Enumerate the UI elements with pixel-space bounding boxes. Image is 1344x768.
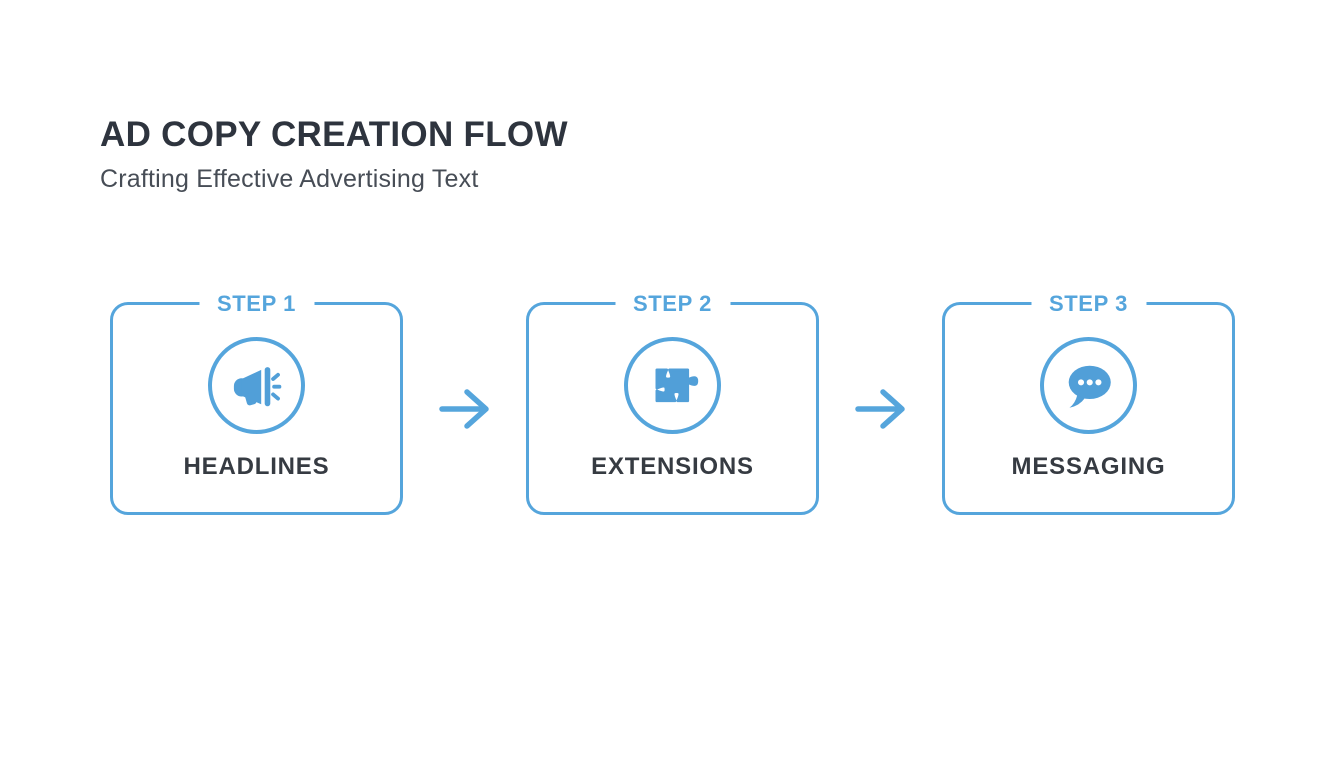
arrow-right-icon	[854, 388, 905, 429]
page-title: AD COPY CREATION FLOW	[100, 115, 568, 154]
step-2-name: EXTENSIONS	[591, 453, 754, 480]
step-3-icon-circle	[1040, 337, 1137, 434]
speech-bubble-icon	[1068, 365, 1111, 408]
step-1-label: STEP 1	[198, 290, 315, 318]
step-2-icon-circle	[624, 337, 721, 434]
page-subtitle: Crafting Effective Advertising Text	[100, 165, 479, 193]
flow-diagram: STEP 1 HEADLINES	[110, 290, 1235, 515]
step-1-icon-circle	[208, 337, 305, 434]
step-card-extensions: STEP 2 EXTENSIONS	[526, 290, 819, 515]
header: AD COPY CREATION FLOW Crafting Effective…	[100, 114, 568, 194]
step-card-headlines: STEP 1 HEADLINES	[110, 290, 403, 515]
step-1-name: HEADLINES	[183, 453, 330, 480]
step-3-name: MESSAGING	[1011, 453, 1166, 480]
step-2-label: STEP 2	[614, 290, 731, 318]
step-card-messaging: STEP 3 MESSAGING	[942, 290, 1235, 515]
puzzle-icon	[655, 368, 698, 402]
step-3-label: STEP 3	[1030, 290, 1147, 318]
megaphone-icon	[233, 366, 281, 406]
arrow-right-icon	[438, 388, 489, 429]
